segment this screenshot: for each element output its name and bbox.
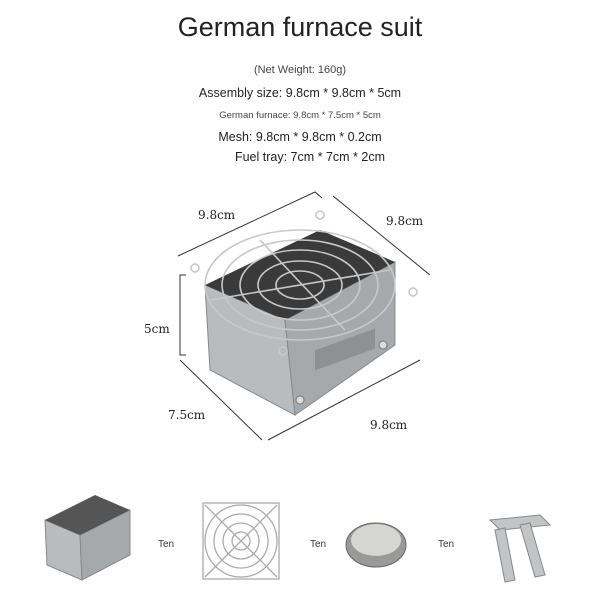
- page-title: German furnace suit: [177, 12, 423, 42]
- dim-height: 5cm: [144, 322, 170, 336]
- mesh-grill: [190, 210, 418, 356]
- part-furnace-image: [44, 495, 131, 581]
- net-weight: (Net Weight: 160g): [253, 64, 347, 76]
- part-mesh-image: [202, 502, 280, 580]
- dim-top-right: 9.8cm: [386, 214, 424, 228]
- mesh-size: Mesh: 9.8cm * 9.8cm * 0.2cm: [218, 130, 382, 144]
- dim-bottom-right: 9.8cm: [370, 418, 408, 432]
- dim-top-left: 9.8cm: [198, 208, 236, 222]
- assembly-size: Assembly size: 9.8cm * 9.8cm * 5cm: [198, 86, 402, 100]
- furnace-size: German furnace: 9.8cm * 7.5cm * 5cm: [219, 110, 381, 121]
- stove-body: [204, 230, 396, 416]
- part-bracket-image: [488, 514, 552, 583]
- dimension-lines: [177, 191, 431, 441]
- fuel-tray-size: Fuel tray: 7cm * 7cm * 2cm: [234, 150, 386, 164]
- part-label: Ten: [310, 539, 327, 550]
- part-label: Ten: [438, 539, 455, 550]
- dim-bottom-left: 7.5cm: [168, 408, 206, 422]
- part-fuel-tray-image: [345, 522, 407, 568]
- part-label: Ten: [158, 539, 175, 550]
